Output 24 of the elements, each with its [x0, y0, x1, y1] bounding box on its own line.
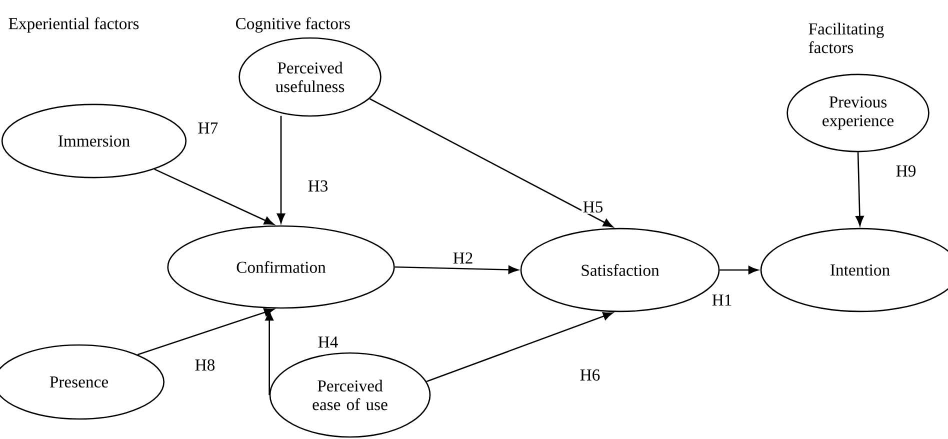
arrow [369, 98, 614, 228]
ellipse-node: Previous experience [786, 74, 930, 152]
edge-label: H2 [452, 251, 475, 265]
arrow [720, 266, 758, 274]
edge-label: H3 [306, 179, 330, 193]
edge-label: H5 [582, 200, 605, 214]
arrow [856, 152, 864, 226]
ellipse-node: Perceived usefulness [238, 37, 382, 117]
arrow [265, 310, 274, 395]
edge-label: H6 [578, 368, 602, 382]
edge-label: H4 [316, 335, 340, 349]
arrow [426, 312, 614, 382]
arrow [276, 116, 286, 224]
arrow [138, 308, 274, 356]
arrow [154, 168, 274, 225]
group-heading: Facilitating factors [808, 22, 884, 54]
arrow [394, 266, 518, 274]
edge-label: H9 [894, 164, 918, 178]
ellipse-node: Immersion [1, 104, 187, 178]
ellipse-node: Perceived ease of use [269, 352, 431, 438]
edge-label: H7 [196, 121, 220, 135]
edge-label: H8 [193, 358, 217, 372]
ellipse-node: Confirmation [167, 225, 395, 309]
group-heading: Experiential factors [8, 17, 139, 33]
